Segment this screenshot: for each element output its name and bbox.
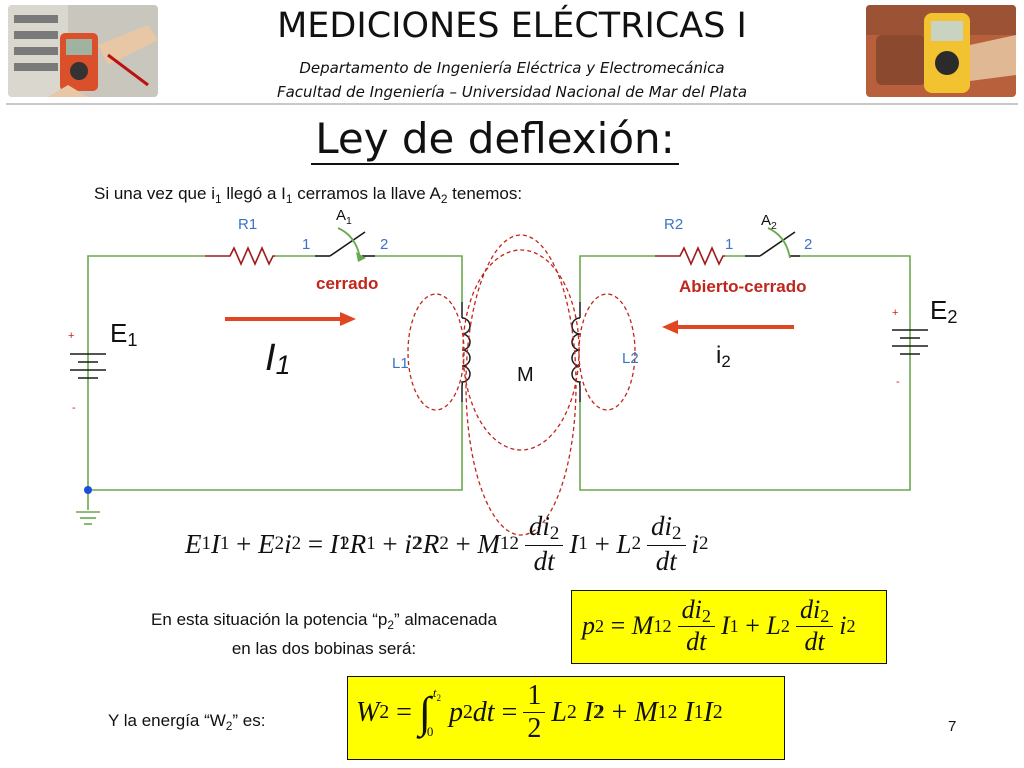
flux-l2-small [578, 293, 636, 411]
switch-a2-arc [767, 227, 791, 259]
label-current-i2: i2 [716, 342, 731, 371]
label-a1-pin2: 2 [380, 236, 389, 253]
slide-title: Ley de deflexión: [0, 114, 990, 165]
energy-description: Y la energía “W2” es: [108, 711, 266, 733]
left-wire-switch-coil [375, 255, 463, 302]
label-state-right: Abierto-cerrado [679, 277, 807, 296]
intro-sub2: 1 [285, 192, 293, 206]
flux-l1-small [407, 293, 465, 411]
flux-lines [407, 234, 636, 536]
resistor-r2 [655, 246, 725, 266]
page-number: 7 [948, 718, 957, 735]
header-department: Departamento de Ingeniería Eléctrica y E… [299, 59, 725, 77]
node-dot [84, 486, 92, 494]
slide-title-text: Ley de deflexión: [311, 114, 679, 165]
battery-e1 [70, 353, 106, 379]
power-description: En esta situación la potencia “p2” almac… [88, 608, 560, 661]
label-a1: A1 [336, 207, 352, 227]
switch-a1-arrowhead [356, 252, 366, 262]
flux-mutual-outer [465, 234, 577, 536]
intro-sub3: 2 [440, 192, 448, 206]
intro-post: cerramos la llave A [292, 184, 441, 203]
label-state-left: cerrado [316, 274, 379, 293]
label-a2-pin1: 1 [725, 236, 734, 253]
battery-e2 [892, 329, 928, 355]
label-e1-plus: + [68, 330, 75, 342]
label-r2: R2 [664, 216, 684, 233]
right-loop-wire [579, 255, 655, 302]
label-e1: E1 [110, 318, 138, 350]
coil-l2 [571, 302, 581, 402]
label-e2-minus: - [896, 376, 900, 388]
intro-sub1: 1 [214, 192, 222, 206]
current-arrow-i1 [225, 312, 356, 326]
ground-icon [76, 511, 100, 525]
label-a1-pin1: 1 [302, 236, 311, 253]
label-a2-pin2: 2 [804, 236, 813, 253]
right-wire-switch-battery [579, 255, 911, 491]
header-photo-left [8, 5, 158, 97]
header-faculty: Facultad de Ingeniería – Universidad Nac… [276, 83, 748, 101]
intro-text: Si una vez que i1 llegó a I1 cerramos la… [94, 184, 522, 206]
coil-l1 [461, 302, 471, 402]
label-l2: L2 [622, 350, 639, 367]
label-r1: R1 [238, 216, 258, 233]
label-m: M [517, 364, 534, 386]
header-divider [6, 103, 1018, 105]
label-l1: L1 [392, 355, 409, 372]
power-description-line2: en las dos bobinas será: [231, 639, 417, 658]
switch-a2 [745, 231, 800, 257]
power-description-line1: En esta situación la potencia “p2” almac… [151, 610, 497, 632]
flux-mutual-inner [462, 249, 580, 451]
intro-pre: Si una vez que i [94, 184, 215, 203]
switch-a1 [315, 231, 375, 257]
label-e2-plus: + [892, 307, 899, 319]
label-current-i1: I1 [265, 337, 291, 380]
resistor-r1 [205, 246, 275, 266]
label-e2: E2 [930, 295, 958, 327]
intro-end: tenemos: [447, 184, 523, 203]
current-arrow-i2 [662, 320, 794, 334]
header-photo-right [866, 5, 1016, 97]
label-a2: A2 [761, 212, 777, 232]
intro-mid: llegó a I [221, 184, 286, 203]
header-title: MEDICIONES ELÉCTRICAS I [277, 6, 747, 46]
label-e1-minus: - [72, 402, 76, 414]
